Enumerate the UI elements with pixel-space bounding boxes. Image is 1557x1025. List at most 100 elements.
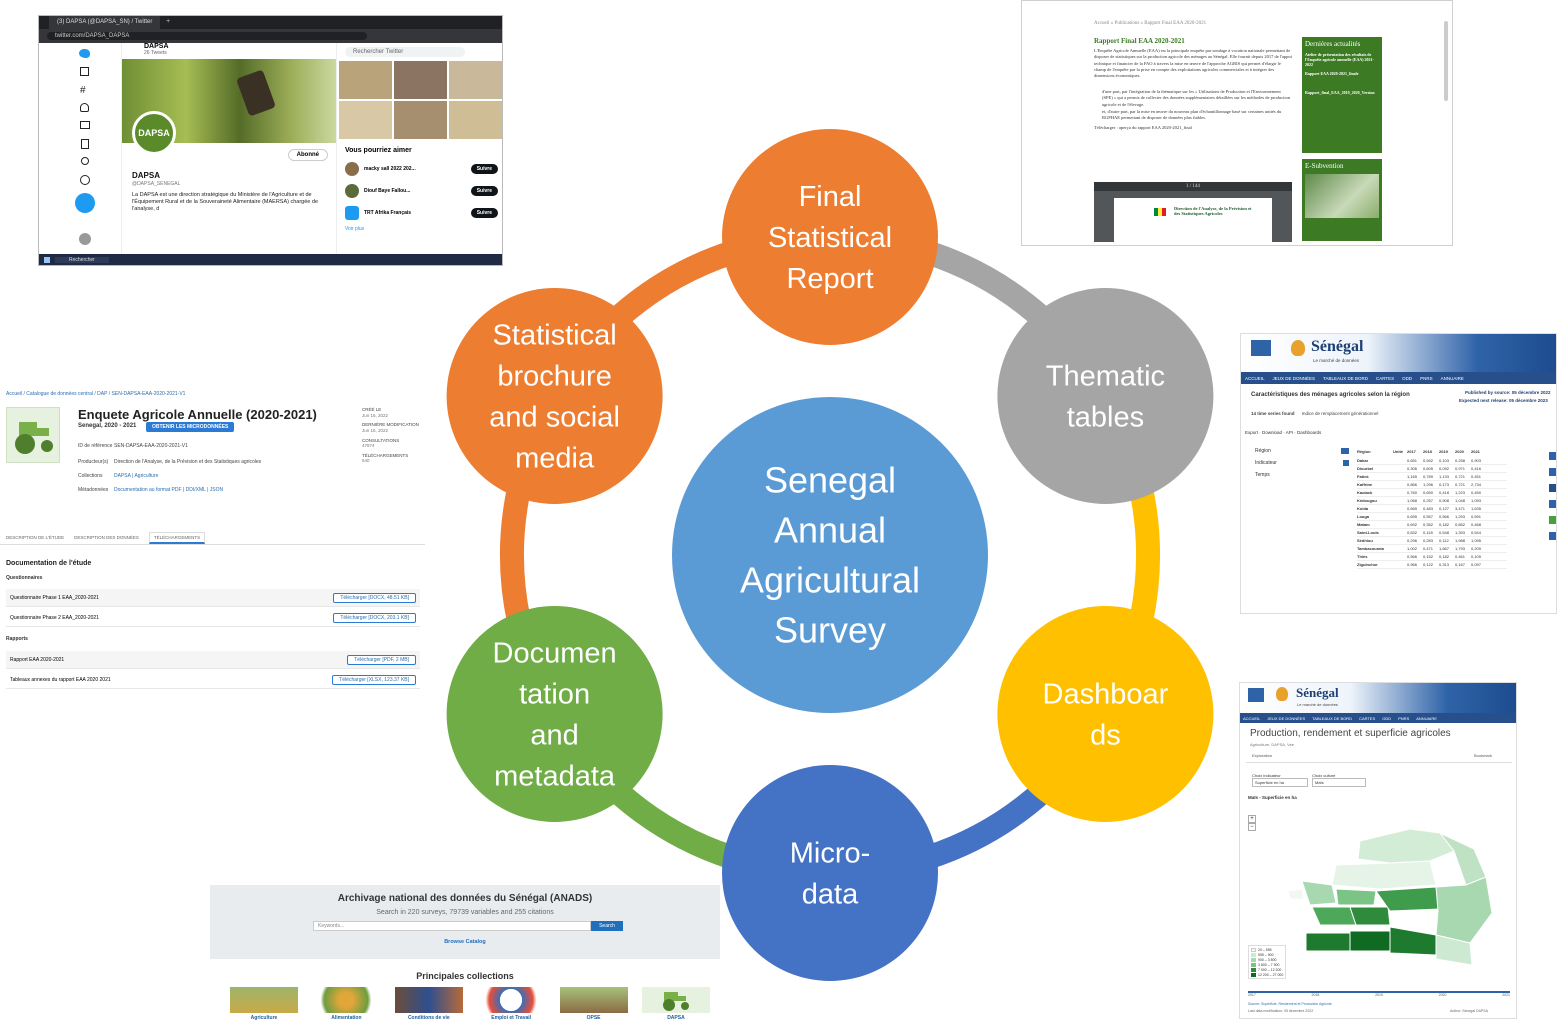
nav-item[interactable]: PNRS: [1398, 715, 1410, 721]
collection-card[interactable]: DAPSA: [641, 987, 710, 1025]
center-circle[interactable]: [672, 397, 988, 713]
region-tambacounda[interactable]: [1435, 876, 1493, 944]
twitter-bird-icon[interactable]: [79, 49, 90, 58]
anads-search-button[interactable]: Search: [591, 921, 623, 931]
node-circle[interactable]: [446, 288, 663, 504]
nav-item[interactable]: CARTES: [1359, 715, 1376, 721]
filter-indicator[interactable]: Indicateur: [1255, 460, 1349, 472]
pdf-page-counter[interactable]: 1 / 144: [1186, 184, 1200, 189]
column-header[interactable]: 2019: [1439, 449, 1448, 454]
news-item[interactable]: Atelier de présentation des résultats de…: [1305, 52, 1374, 67]
node-micro[interactable]: Micro-data: [722, 765, 938, 981]
timeline-bar[interactable]: 2017 2018 2019 2020 2021: [1248, 991, 1510, 999]
node-circle[interactable]: [997, 606, 1214, 822]
get-microdata-button[interactable]: OBTENIR LES MICRODONNÉES: [146, 422, 235, 432]
nav-item[interactable]: ANNUAIRE: [1416, 715, 1437, 721]
browser-url[interactable]: twitter.com/DAPSA_DAPSA: [47, 32, 367, 40]
follow-state-button[interactable]: Abonné: [287, 149, 328, 161]
nav-item[interactable]: ANNUAIRE: [1440, 375, 1464, 381]
node-circle[interactable]: [722, 765, 938, 981]
nav-item[interactable]: TABLEAUX DE BORD: [1312, 715, 1353, 721]
nav-item[interactable]: JEUX DE DONNÉES: [1272, 375, 1316, 381]
tab-study-description[interactable]: DESCRIPTION DE L'ÉTUDE: [6, 535, 65, 540]
messages-icon[interactable]: [80, 121, 90, 129]
tab-downloads[interactable]: TÉLÉCHARGEMENTS: [148, 531, 206, 544]
column-header[interactable]: Unité: [1393, 449, 1403, 454]
download-button[interactable]: Télécharger [PDF, 2 MB]: [347, 654, 416, 665]
news-item[interactable]: Rapport EAA 2020-2021_finale: [1305, 71, 1359, 76]
collections-value[interactable]: DAPSA | Agriculture: [114, 473, 159, 479]
windows-start-icon[interactable]: [44, 256, 50, 263]
node-circle[interactable]: [997, 288, 1214, 504]
nav-item[interactable]: ODD: [1382, 715, 1392, 721]
exploration-tab[interactable]: Exploration: [1252, 753, 1273, 758]
account-avatar[interactable]: [79, 233, 91, 245]
indicator-select[interactable]: Superficie en ha: [1252, 778, 1308, 787]
node-circle[interactable]: [446, 606, 663, 822]
zoom-out-button[interactable]: −: [1248, 823, 1256, 831]
report-download-link[interactable]: Télécharger : aperçu du rapport EAA 2020…: [1094, 125, 1192, 130]
nav-item[interactable]: ACCUEIL: [1243, 715, 1261, 721]
column-header[interactable]: 2018: [1423, 449, 1432, 454]
anads-search-input[interactable]: Keywords...: [313, 921, 591, 931]
profile-icon[interactable]: [81, 157, 89, 165]
news-item[interactable]: Rapport_final_EAA_2019_2020_Version: [1305, 90, 1375, 95]
page-scrollbar[interactable]: [1444, 21, 1448, 101]
nav-item[interactable]: ODD: [1402, 375, 1413, 381]
column-header[interactable]: 2017: [1407, 449, 1416, 454]
follow-button[interactable]: Suivre: [470, 208, 498, 218]
node-circle[interactable]: [722, 129, 938, 345]
download-button[interactable]: Télécharger [DOCX, 203.1 KB]: [333, 612, 416, 623]
region-dakar[interactable]: [1287, 888, 1305, 900]
download-button[interactable]: Télécharger [DOCX, 48.51 KB]: [333, 592, 416, 603]
nav-item[interactable]: ACCUEIL: [1245, 375, 1265, 381]
collection-card[interactable]: Alimentation: [312, 987, 381, 1025]
region-kaolack[interactable]: [1349, 906, 1391, 926]
column-header[interactable]: 2020: [1455, 449, 1464, 454]
crop-select[interactable]: Maïs: [1312, 778, 1366, 787]
follow-button[interactable]: Suivre: [470, 164, 498, 174]
senegal-choropleth-map[interactable]: [1240, 793, 1517, 993]
filter-region[interactable]: Région: [1255, 448, 1349, 460]
zoom-in-button[interactable]: +: [1248, 815, 1256, 823]
nav-item[interactable]: JEUX DE DONNÉES: [1267, 715, 1306, 721]
region-diourbel[interactable]: [1335, 888, 1377, 906]
bookmarks-icon[interactable]: [81, 139, 89, 149]
collection-card[interactable]: Conditions de vie: [394, 987, 463, 1025]
browse-catalog-link[interactable]: Browse Catalog: [444, 939, 486, 945]
browser-tab[interactable]: (3) DAPSA (@DAPSA_SN) / Twitter: [49, 16, 161, 29]
region-saint-louis[interactable]: [1357, 828, 1455, 864]
follow-button[interactable]: Suivre: [470, 186, 498, 196]
download-button[interactable]: Télécharger [XLSX, 123.37 KB]: [332, 674, 416, 685]
collection-card[interactable]: Agriculture: [230, 987, 298, 1025]
new-tab-icon[interactable]: +: [166, 19, 170, 25]
bookmark-button[interactable]: Bookmark: [1473, 753, 1492, 758]
region-thies[interactable]: [1301, 880, 1337, 906]
column-header[interactable]: Région: [1357, 449, 1371, 454]
home-icon[interactable]: [80, 67, 89, 76]
column-header[interactable]: 2021: [1471, 449, 1480, 454]
report-breadcrumb[interactable]: Accueil » Publications » Rapport Final E…: [1094, 21, 1207, 26]
nav-item[interactable]: CARTES: [1375, 375, 1395, 381]
nav-item[interactable]: PNRS: [1420, 375, 1433, 381]
metadata-value[interactable]: Documentation au format PDF | DDI/XML | …: [114, 487, 224, 493]
collection-card[interactable]: Emploi et Travail: [477, 987, 546, 1025]
